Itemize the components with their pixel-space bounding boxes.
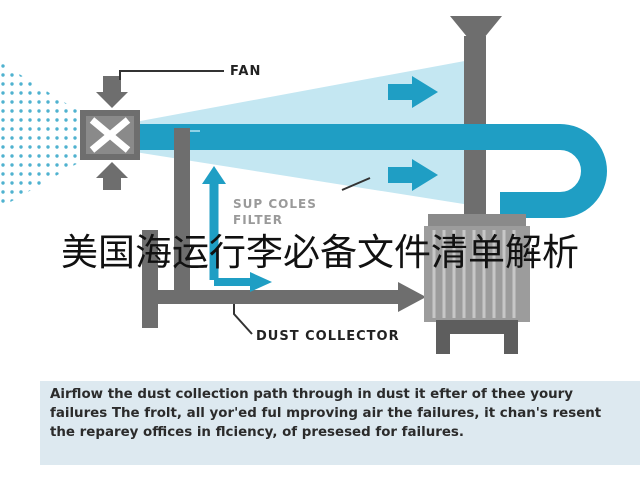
- arrow-icon: [398, 282, 426, 312]
- gray-duct-vertical-right: [174, 128, 190, 298]
- arrow-icon: [388, 76, 438, 108]
- gray-duct-horizontal: [142, 290, 404, 304]
- dust-callout-line: [233, 304, 253, 335]
- stack-hopper: [450, 16, 502, 38]
- arrow-icon: [388, 159, 438, 191]
- collector-body: [424, 226, 530, 322]
- caption-box: Airflow the dust collection path through…: [40, 381, 640, 465]
- filter-label: SUP COLES FILTER: [233, 197, 317, 227]
- collector-cap: [428, 214, 526, 228]
- collector-foot-gap: [450, 334, 504, 354]
- collector-ribs: [432, 230, 516, 318]
- dust-collector-label: DUST COLLECTOR: [256, 329, 400, 344]
- filter-callout-line: [341, 177, 371, 191]
- fan-callout-line: [119, 70, 224, 80]
- fan-icon: [80, 76, 140, 190]
- fan-label: FAN: [230, 64, 262, 79]
- overlay-title: 美国海运行李必备文件清单解析: [61, 231, 579, 274]
- main-pipe: [135, 124, 607, 218]
- arrow-icon: [250, 272, 272, 292]
- arrow-icon: [202, 166, 226, 184]
- spray-dots: [0, 62, 80, 208]
- caption-text: Airflow the dust collection path through…: [50, 387, 602, 440]
